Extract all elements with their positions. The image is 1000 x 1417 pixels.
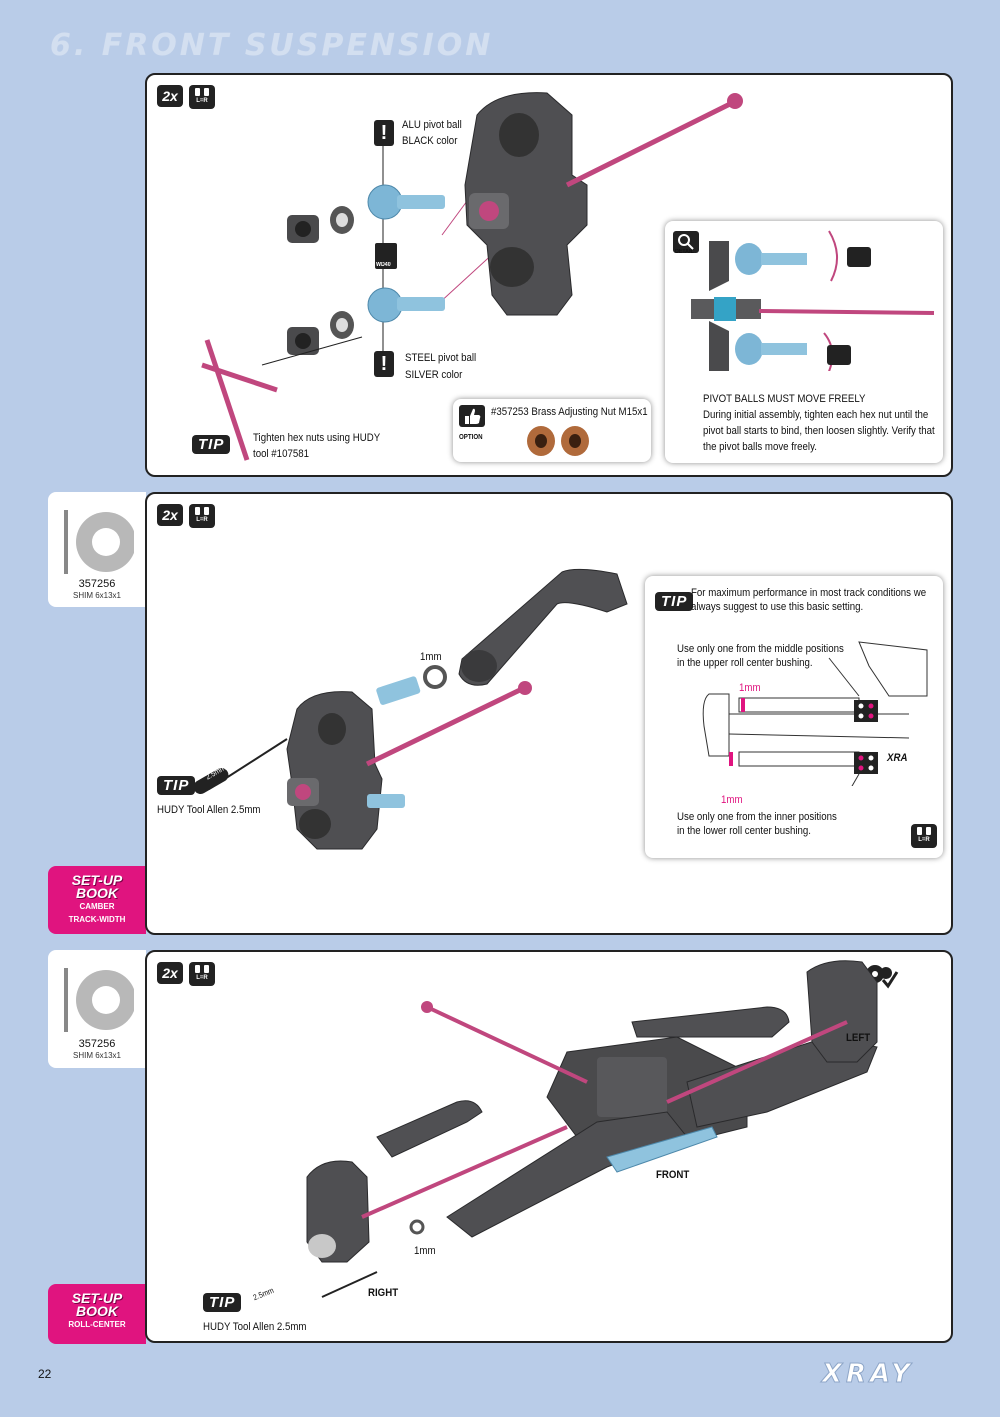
upper-text-1: Use only one from the middle positions [677,643,844,655]
detail-text-2: pivot ball starts to bind, then loosen s… [703,425,935,437]
shim-description: SHIM 6x13x1 [72,591,122,600]
option-text: #357253 Brass Adjusting Nut M15x1 [491,406,648,418]
page-title: 6. FRONT SUSPENSION [50,28,494,63]
quantity-badge: 2x [157,962,183,984]
xray-logo: XRAY [819,1360,914,1386]
option-callout: OPTION #357253 Brass Adjusting Nut M15x1 [453,399,651,462]
option-label: OPTION [459,434,483,441]
tip-badge: TIP [157,776,196,795]
chassis-diagram [702,641,928,786]
tip-badge: TIP [203,1293,242,1312]
setup-book-tab: SET-UP BOOK ROLL-CENTER [48,1284,146,1344]
tip-text-2: tool #107581 [253,448,309,460]
thumbs-up-icon [459,405,485,427]
tip-text-1: Tighten hex nuts using HUDY [253,432,381,444]
alu-ball-label-2: BLACK color [402,135,458,147]
wd40-label: WD40 [376,262,391,268]
step3-panel: 2x L=R LEFT FRONT RIGHT 1mm TIP [145,950,953,1343]
tool-text: HUDY Tool Allen 2.5mm [157,804,261,816]
brass-nut-image [527,426,589,456]
setup-book-sub-2: TRACK-WIDTH [68,915,126,924]
shim-image [64,510,134,574]
shim-gap-label: 1mm [414,1245,436,1257]
setup-book-tab: SET-UP BOOK CAMBER TRACK-WIDTH [48,866,146,934]
setup-book-title-1: SET-UP [71,872,123,888]
shim-gap-label: 1mm [420,651,442,663]
upper-gap-label: 1mm [739,682,761,694]
upper-arm-assembly-illustration [193,568,628,850]
shim-number: 357256 [78,1038,116,1050]
right-label: RIGHT [368,1287,399,1299]
tip-badge: TIP [655,592,694,611]
setup-book-sub-1: CAMBER [79,902,115,911]
step2-panel: 2x L=R 1mm TIP 2.5mm HUDY Tool Allen 2.5… [145,492,953,935]
detail-callout: DETAIL PIVOT BALLS MUST MOVE FREELY Duri… [665,221,943,463]
warning-icon: ! [374,120,394,146]
pivot-ball-assembly-illustration [201,92,743,461]
setup-book-sub-1: ROLL-CENTER [68,1320,126,1329]
setup-book-title-2: BOOK [76,1303,118,1319]
left-equals-right-icon: L=R [189,85,215,109]
tool-text: HUDY Tool Allen 2.5mm [203,1321,307,1333]
steel-ball-label-2: SILVER color [405,369,463,381]
left-label: LEFT [846,1032,871,1044]
setup-book-title-1: SET-UP [71,1290,123,1306]
shim-part-tab: 357256 SHIM 6x13x1 [48,950,146,1068]
warning-icon: ! [374,351,394,377]
roll-center-callout: TIP For maximum performance in most trac… [645,576,943,858]
detail-text-3: the pivot balls move freely. [703,441,817,453]
left-equals-right-icon: L=R [189,504,215,528]
shim-part-tab: 357256 SHIM 6x13x1 [48,492,146,607]
alu-ball-label-1: ALU pivot ball [402,119,462,131]
lower-text-1: Use only one from the inner positions [677,811,837,823]
lower-gap-label: 1mm [721,794,743,806]
upper-text-2: in the upper roll center bushing. [677,657,813,669]
detail-illustration [691,230,935,371]
lower-text-2: in the lower roll center bushing. [677,825,811,837]
shim-description: SHIM 6x13x1 [72,1051,122,1060]
callout-text-2: always suggest to use this basic setting… [691,601,864,613]
detail-text-1: During initial assembly, tighten each he… [703,409,929,421]
left-equals-right-icon: L=R [911,824,937,848]
tip-badge: TIP [192,435,231,454]
magnifier-detail-icon [673,231,699,253]
page-number: 22 [38,1367,52,1381]
left-equals-right-icon: L=R [189,962,215,986]
front-suspension-assembly-illustration [306,960,878,1298]
svg-text:XRAY: XRAY [820,1360,914,1386]
chassis-brand: XRA [887,752,908,764]
quantity-badge: 2x [157,85,183,107]
step1-panel: 2x L=R ! AL [145,73,953,477]
quantity-badge: 2x [157,504,183,526]
shim-number: 357256 [78,578,116,590]
front-label: FRONT [656,1169,690,1181]
callout-text-1: For maximum performance in most track co… [691,587,927,599]
shim-image [64,968,134,1032]
detail-label: DETAIL [675,249,694,255]
setup-book-title-2: BOOK [76,885,118,901]
detail-heading: PIVOT BALLS MUST MOVE FREELY [703,393,866,405]
steel-ball-label-1: STEEL pivot ball [405,352,477,364]
